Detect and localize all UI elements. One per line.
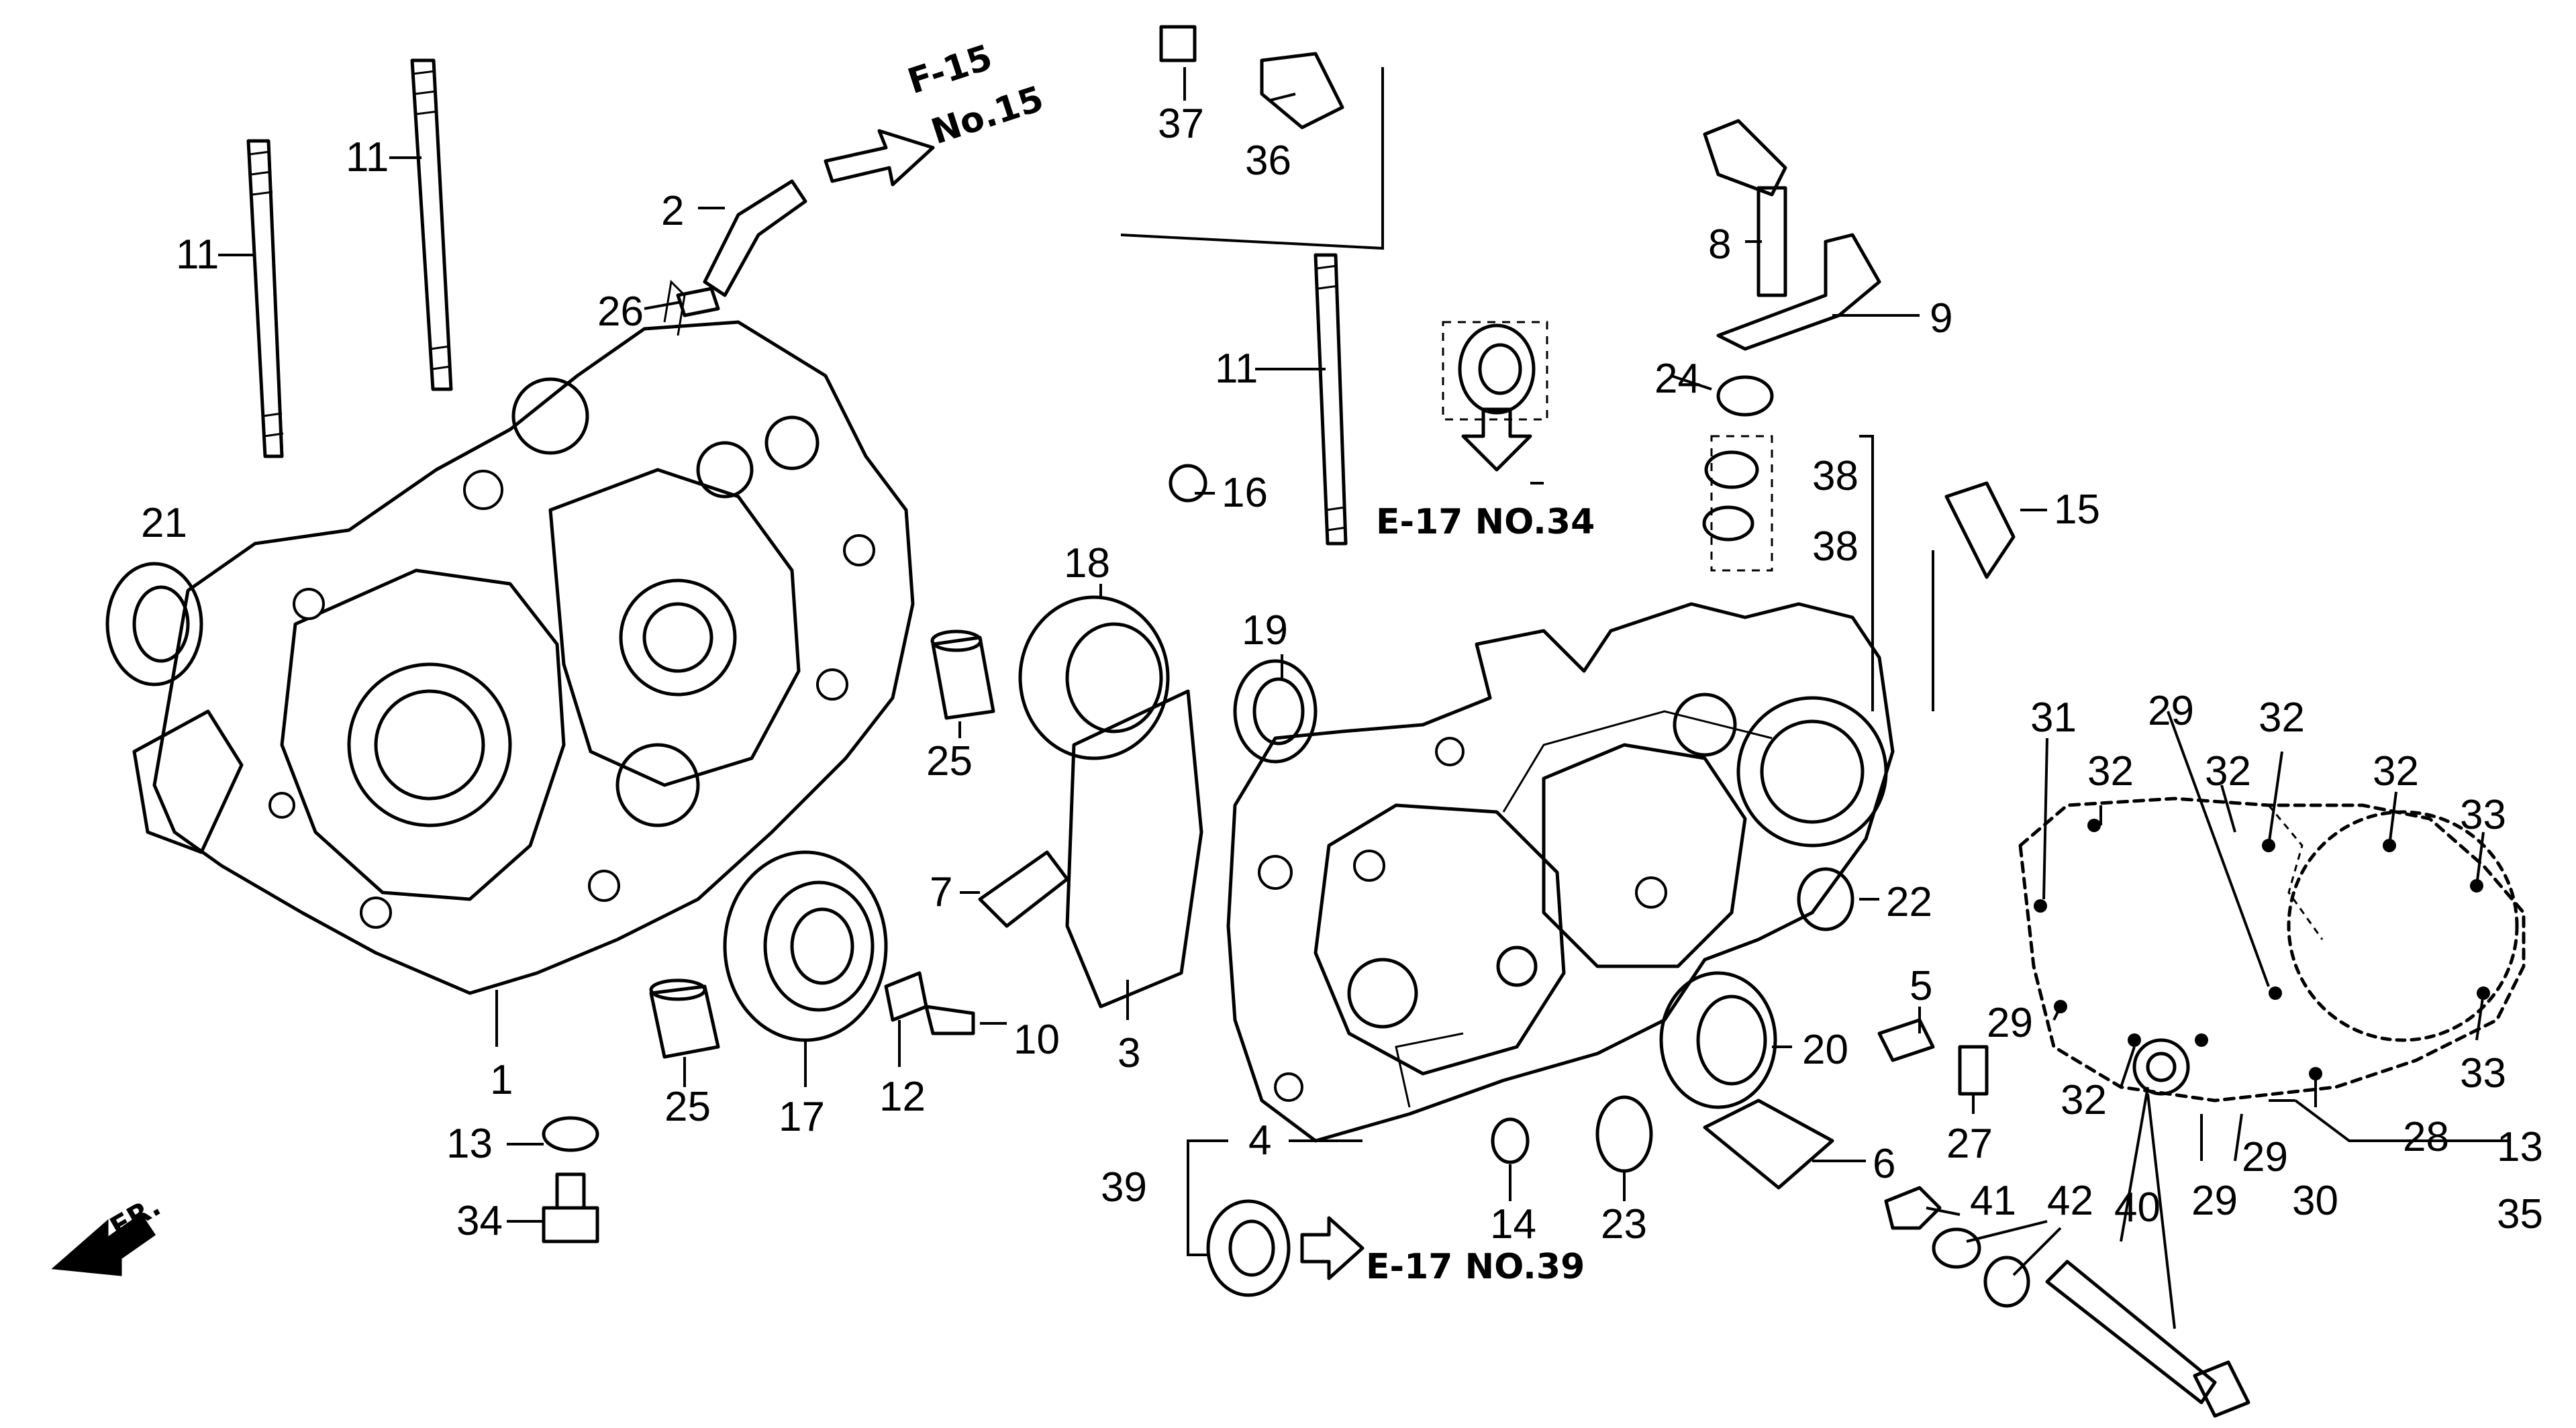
callout-32e: 32 [2061,1077,2107,1123]
callout-12: 12 [879,1074,926,1120]
callout-29d: 29 [2191,1178,2238,1224]
callout-36: 36 [1245,138,1291,184]
leader-lines [218,67,2510,1329]
left-crankcase-half [132,279,915,995]
callout-1: 1 [490,1057,513,1103]
callout-7: 7 [930,869,952,915]
group-brackets [1120,67,1934,711]
callout-11c: 11 [1215,346,1258,392]
right-crankcase-half [1226,602,1895,1143]
callout-24: 24 [1654,356,1701,402]
ref-e17-no34: E-17 NO.34 [1376,502,1595,542]
callout-9: 9 [1930,295,1952,342]
callout-13: 13 [446,1121,493,1167]
callout-2: 2 [661,188,684,234]
callout-37: 37 [1158,101,1204,147]
callout-13b: 13 [2497,1124,2543,1170]
callout-18: 18 [1064,540,1110,586]
callout-33: 33 [2460,792,2506,838]
callout-29b: 29 [1987,1000,2033,1046]
callout-32d: 32 [2373,748,2419,795]
callout-28: 28 [2403,1114,2449,1160]
callout-32c: 32 [2259,695,2305,741]
callout-6: 6 [1873,1141,1895,1187]
f15-arrow [824,129,935,187]
ref-f15-line1: F-15 [903,38,997,103]
callout-32: 32 [2087,748,2134,795]
callout-23: 23 [1601,1201,1647,1247]
callout-32b: 32 [2205,748,2251,795]
callout-29: 29 [2148,688,2194,734]
callout-10: 10 [1013,1017,1060,1063]
callout-19: 19 [1242,607,1288,654]
callout-39: 39 [1101,1164,1147,1211]
callout-20: 20 [1802,1027,1848,1073]
callout-5: 5 [1910,963,1932,1009]
callout-40: 40 [2114,1184,2161,1231]
callout-11b: 11 [346,134,389,181]
e17-no39-arrow [1300,1216,1365,1280]
small-parts [105,25,2250,1418]
callout-27: 27 [1946,1121,1993,1167]
front-arrow-icon [51,1213,156,1276]
callout-42: 42 [2047,1178,2093,1224]
e17-no34-arrow [1461,407,1532,472]
callout-17: 17 [779,1094,825,1140]
callout-16: 16 [1222,470,1268,516]
callout-3: 3 [1118,1030,1140,1076]
callout-11: 11 [176,232,219,278]
callout-4: 4 [1248,1117,1271,1164]
callout-41: 41 [1970,1178,2016,1224]
stud-bolts [246,58,1348,546]
callout-15: 15 [2054,487,2100,533]
callout-33b: 33 [2460,1050,2506,1096]
callout-21: 21 [141,500,187,546]
callout-38b: 38 [1812,523,1859,570]
callout-14: 14 [1490,1201,1536,1247]
callout-31: 31 [2030,695,2077,741]
callout-35: 35 [2497,1191,2543,1237]
callout-8: 8 [1708,221,1731,268]
callout-34: 34 [456,1198,503,1244]
callout-25: 25 [926,738,973,784]
callout-labels: 1 2 3 4 5 6 7 8 9 10 11 11 11 12 13 13 1… [105,38,2543,1287]
callout-30: 30 [2292,1178,2338,1224]
callout-22: 22 [1886,879,1932,925]
callout-26: 26 [597,289,644,335]
right-side-cover [2018,797,2526,1103]
callout-38: 38 [1812,453,1859,499]
ref-e17-no39: E-17 NO.39 [1366,1247,1585,1287]
callout-29c: 29 [2242,1134,2288,1180]
reference-arrows [51,129,1532,1280]
callout-25b: 25 [664,1084,711,1130]
